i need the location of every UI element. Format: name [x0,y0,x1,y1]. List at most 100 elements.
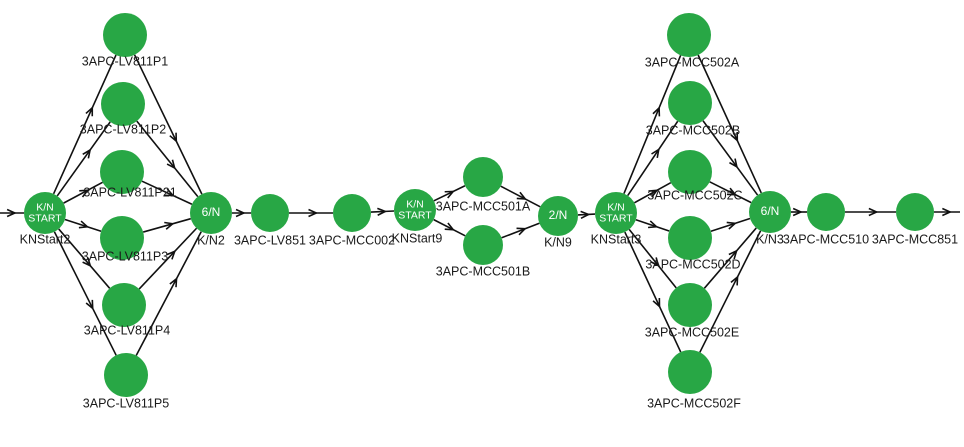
graph-edge[interactable] [370,207,395,216]
graph-node-kn2[interactable]: 6/N [190,192,232,234]
node-circle[interactable] [251,194,289,232]
node-circle[interactable] [100,150,144,194]
graph-edge[interactable] [623,55,682,194]
arrow-head-icon [580,210,591,219]
graph-edge[interactable] [635,218,670,232]
graph-edge[interactable] [289,208,333,218]
graph-edge[interactable] [64,218,102,232]
graph-edge[interactable] [136,120,199,198]
node-circle[interactable] [896,193,934,231]
arrow-head-icon [444,222,455,231]
graph-node-mcc502c[interactable] [668,150,712,194]
node-circle[interactable] [668,81,712,125]
graph-edge[interactable] [633,181,672,204]
node-caption-lv811p4: 3APC-LV811P4 [84,323,170,337]
graph-edge[interactable] [709,181,752,204]
node-circle[interactable] [668,216,712,260]
arrow-head-icon [726,187,738,196]
arrow-head-icon [444,190,455,199]
graph-edge[interactable] [433,218,466,237]
node-circle[interactable] [668,350,712,394]
graph-edge[interactable] [133,54,203,195]
node-circle[interactable] [538,196,578,236]
graph-node-mcc502d[interactable] [668,216,712,260]
graph-edge[interactable] [52,54,117,195]
graph-node-mcc502a[interactable] [667,13,711,57]
graph-node-mcc510[interactable] [807,193,845,231]
node-circle[interactable] [333,194,371,232]
node-circle[interactable] [394,189,436,231]
node-caption-lv811p2: 3APC-LV811P2 [80,122,166,136]
graph-edge[interactable] [138,227,198,290]
arrow-head-icon [729,158,739,169]
graph-node-mcc501a[interactable] [463,157,503,197]
arrow-head-icon [647,220,659,229]
node-circle[interactable] [190,192,232,234]
graph-edge[interactable] [627,120,679,197]
graph-edge[interactable] [500,185,541,208]
graph-edge[interactable] [624,231,682,353]
graph-node-kn9[interactable]: 2/N [538,196,578,236]
graph-edge[interactable] [433,185,466,202]
node-circle[interactable] [102,283,146,327]
graph-node-mcc502b[interactable] [668,81,712,125]
node-circle[interactable] [749,191,791,233]
node-caption-mcc502f: 3APC-MCC502F [647,396,741,410]
node-circle[interactable] [463,157,503,197]
node-circle[interactable] [595,192,637,234]
arrow-head-icon [377,207,388,216]
graph-node-lv811p5[interactable] [104,353,148,397]
graph-edge[interactable] [0,208,24,218]
graph-node-lv811p3[interactable] [100,216,144,260]
graph-edge[interactable] [501,222,540,239]
graph-edge[interactable] [845,207,896,217]
node-circle[interactable] [101,82,145,126]
graph-edge[interactable] [63,181,103,204]
graph-node-lv811p4[interactable] [102,283,146,327]
graph-node-lv811p21[interactable] [100,150,144,194]
arrow-head-icon [169,132,178,143]
graph-edge[interactable] [58,228,111,289]
node-circle[interactable] [103,13,147,57]
graph-edge[interactable] [699,230,762,353]
node-circle[interactable] [100,216,144,260]
arrow-head-icon [648,189,659,198]
node-inner-label: K/N [36,201,54,213]
graph-edge[interactable] [142,217,191,233]
graph-edge[interactable] [56,121,111,197]
node-circle[interactable] [668,150,712,194]
node-circle[interactable] [807,193,845,231]
arrow-head-icon [78,220,90,229]
graph-edge[interactable] [703,227,757,289]
graph-edge[interactable] [628,228,677,289]
graph-edge[interactable] [702,120,759,196]
graph-node-mcc502e[interactable] [668,283,712,327]
node-circle[interactable] [463,225,503,265]
graph-node-mcc851[interactable] [896,193,934,231]
graph-node-mcc002[interactable] [333,194,371,232]
graph-node-lv811p1[interactable] [103,13,147,57]
graph-node-lv811p2[interactable] [101,82,145,126]
graph-edge[interactable] [791,207,807,217]
graph-node-lv851[interactable] [251,194,289,232]
graph-edge[interactable] [577,210,596,219]
graph-edge[interactable] [934,207,960,217]
graph-edge[interactable] [697,54,762,194]
graph-edge[interactable] [232,208,251,218]
node-circle[interactable] [668,283,712,327]
node-inner-label: 2/N [549,208,568,222]
graph-node-kn3[interactable]: 6/N [749,191,791,233]
node-circle[interactable] [667,13,711,57]
graph-edge[interactable] [135,231,202,356]
node-circle[interactable] [24,192,66,234]
graph-edge[interactable] [710,217,751,232]
graph-node-mcc502f[interactable] [668,350,712,394]
graph-node-mcc501b[interactable] [463,225,503,265]
graph-edge[interactable] [53,231,117,356]
node-circle[interactable] [104,353,148,397]
graph-edge[interactable] [141,180,193,205]
